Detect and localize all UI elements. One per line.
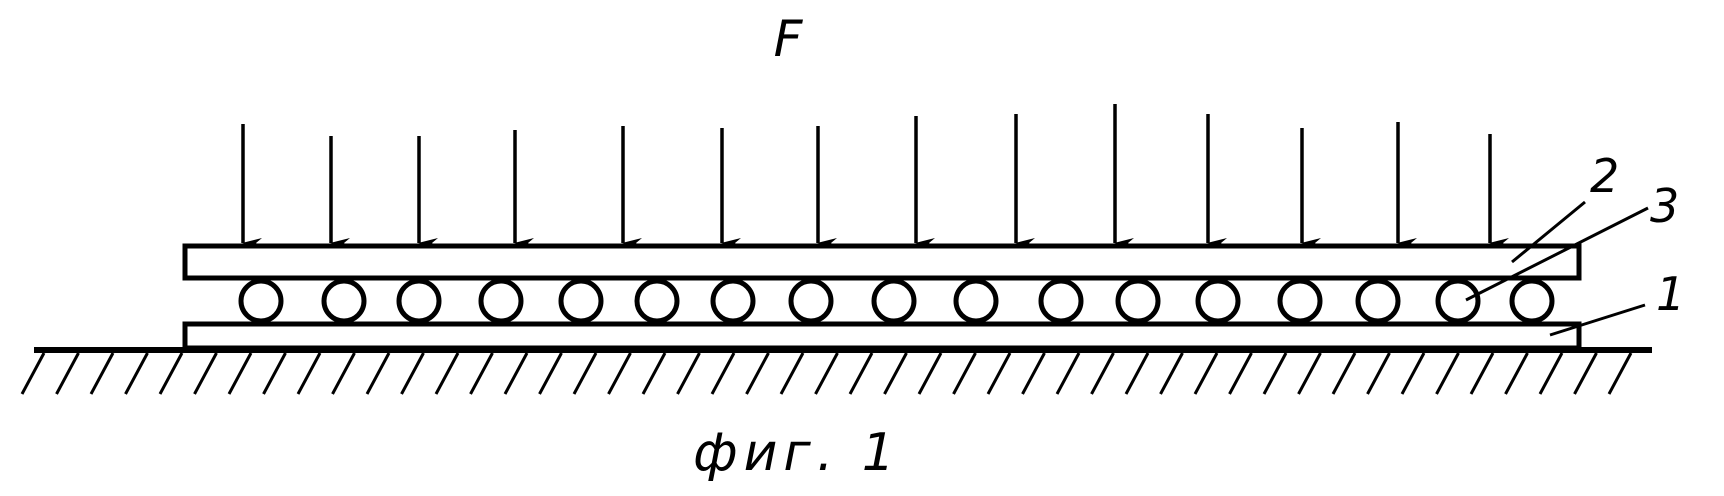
roller — [238, 278, 284, 324]
roller — [1195, 278, 1241, 324]
force-arrows — [241, 104, 1509, 248]
hatch-line — [400, 352, 425, 395]
roller — [1038, 278, 1084, 324]
hatch-line — [745, 352, 770, 395]
hatch-line — [124, 352, 149, 395]
hatch-line — [1400, 352, 1426, 395]
hatch-line — [1331, 352, 1357, 395]
hatch-line — [1021, 352, 1046, 395]
hatch-line — [952, 352, 977, 395]
hatch-line — [641, 352, 667, 395]
hatch-line — [89, 352, 115, 395]
hatch-line — [193, 352, 218, 395]
hatch-line — [1090, 352, 1115, 395]
roller — [871, 278, 917, 324]
hatch-line — [917, 352, 943, 395]
hatch-line — [365, 352, 391, 395]
roller — [1355, 278, 1401, 324]
part-label-1: 1 — [1656, 267, 1685, 321]
leader-line-1 — [1549, 303, 1646, 337]
hatch-line — [572, 352, 598, 395]
hatch-line — [503, 352, 529, 395]
hatch-line — [779, 352, 805, 395]
hatch-line — [262, 352, 287, 395]
hatch-line — [20, 352, 46, 395]
hatch-line — [1193, 352, 1219, 395]
base-plate — [182, 321, 1582, 351]
figure-caption: фиг. 1 — [693, 423, 901, 483]
hatch-line — [1607, 352, 1633, 395]
hatch-line — [1435, 352, 1460, 395]
ground-hatching — [20, 352, 1633, 395]
hatch-line — [1469, 352, 1495, 395]
hatch-line — [1297, 352, 1322, 395]
hatch-line — [296, 352, 322, 395]
roller — [710, 278, 756, 324]
hatch-line — [814, 352, 839, 395]
hatch-line — [1262, 352, 1288, 395]
roller — [953, 278, 999, 324]
roller — [1509, 278, 1555, 324]
hatch-line — [1366, 352, 1391, 395]
hatch-line — [1504, 352, 1529, 395]
roller — [1277, 278, 1323, 324]
hatch-line — [676, 352, 701, 395]
hatch-line — [1055, 352, 1081, 395]
roller — [396, 278, 442, 324]
hatch-line — [1159, 352, 1184, 395]
hatch-line — [1228, 352, 1253, 395]
roller — [1115, 278, 1161, 324]
rollers — [238, 278, 1555, 324]
leader-line-3 — [1465, 206, 1649, 302]
hatch-line — [331, 352, 356, 395]
roller — [788, 278, 834, 324]
hatch-line — [1538, 352, 1564, 395]
hatch-line — [55, 352, 80, 395]
hatch-line — [986, 352, 1012, 395]
hatch-line — [848, 352, 874, 395]
roller — [1435, 278, 1481, 324]
hatch-line — [227, 352, 253, 395]
hatch-line — [469, 352, 494, 395]
roller — [478, 278, 524, 324]
hatch-line — [538, 352, 563, 395]
roller — [321, 278, 367, 324]
part-label-2: 2 — [1590, 149, 1619, 203]
hatch-line — [434, 352, 460, 395]
roller — [634, 278, 680, 324]
hatch-line — [710, 352, 736, 395]
hatch-line — [1124, 352, 1150, 395]
hatch-line — [158, 352, 184, 395]
force-label: F — [774, 10, 804, 68]
top-plate — [182, 243, 1582, 281]
part-label-3: 3 — [1650, 179, 1679, 233]
roller — [558, 278, 604, 324]
hatch-line — [883, 352, 908, 395]
leader-line-2 — [1511, 200, 1586, 264]
hatch-line — [1573, 352, 1598, 395]
hatch-line — [607, 352, 632, 395]
